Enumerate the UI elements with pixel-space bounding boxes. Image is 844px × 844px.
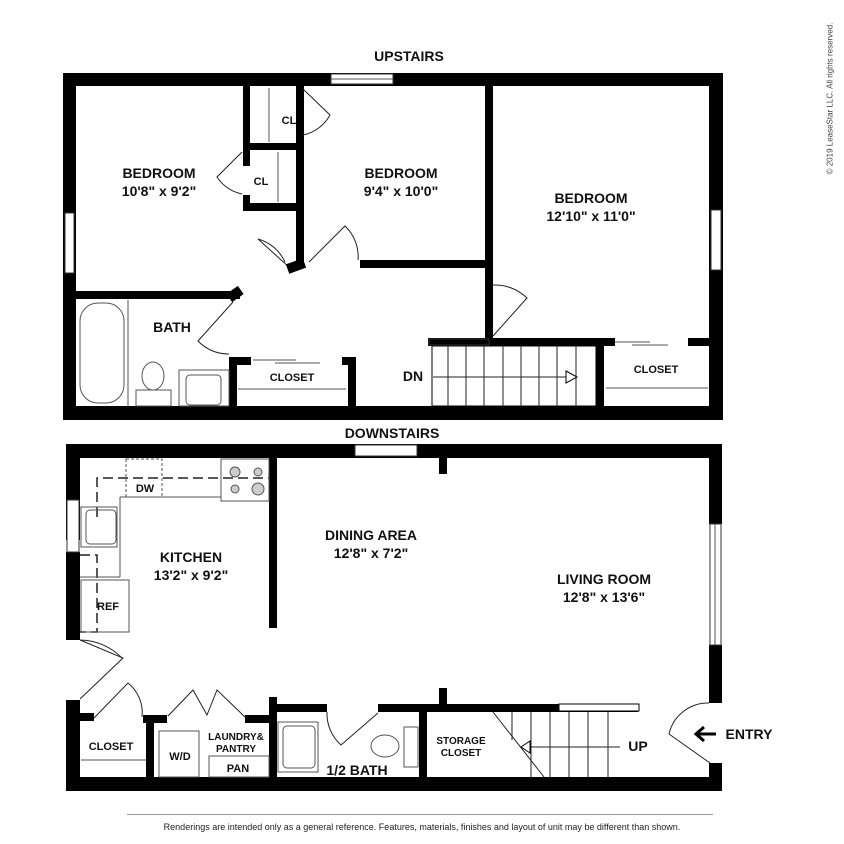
upstairs-plan <box>63 73 723 420</box>
copyright-notice: © 2019 LeaseStar LLC. All rights reserve… <box>822 10 836 190</box>
refrigerator-label: REF <box>97 601 119 613</box>
kitchen-label: KITCHEN <box>160 549 222 565</box>
pantry-label: PANTRY <box>216 744 256 755</box>
bedroom-2-size: 9'4" x 10'0" <box>364 183 438 199</box>
storage-closet-label: CLOSET <box>441 748 482 759</box>
dining-area-size: 12'8" x 7'2" <box>334 545 408 561</box>
half-bath-label: 1/2 BATH <box>326 762 387 778</box>
downstairs-plan <box>66 444 722 791</box>
washer-dryer-label: W/D <box>169 751 190 763</box>
cl-label-top: CL <box>282 115 297 127</box>
stairs-down <box>431 345 597 407</box>
bath-label: BATH <box>153 319 191 335</box>
storage-label: STORAGE <box>436 736 486 747</box>
pantry-shelf-label: PAN <box>227 763 249 775</box>
bedroom-1-label: BEDROOM <box>122 165 195 181</box>
stairs-up <box>492 711 620 778</box>
footer-divider <box>127 814 713 815</box>
stairs-up-label: UP <box>628 738 647 754</box>
bedroom-3-size: 12'10" x 11'0" <box>546 208 635 224</box>
living-room-label: LIVING ROOM <box>557 571 651 587</box>
living-room-size: 12'8" x 13'6" <box>563 589 645 605</box>
bedroom-2-label: BEDROOM <box>364 165 437 181</box>
copyright-text: © 2019 LeaseStar LLC. All rights reserve… <box>825 22 835 175</box>
closet-label-upstairs-left: CLOSET <box>270 372 315 384</box>
closet-label-downstairs: CLOSET <box>89 741 134 753</box>
entry-label: ENTRY <box>726 726 774 742</box>
dining-area-label: DINING AREA <box>325 527 417 543</box>
downstairs-title: DOWNSTAIRS <box>345 425 440 441</box>
disclaimer-text: Renderings are intended only as a genera… <box>163 822 681 832</box>
stairs-dn-label: DN <box>403 368 423 384</box>
closet-label-upstairs-right: CLOSET <box>634 364 679 376</box>
entry-arrow-icon <box>693 725 716 743</box>
bedroom-1-size: 10'8" x 9'2" <box>122 183 196 199</box>
upstairs-title: UPSTAIRS <box>374 48 444 64</box>
kitchen-size: 13'2" x 9'2" <box>154 567 228 583</box>
bedroom-3-label: BEDROOM <box>554 190 627 206</box>
dishwasher-label: DW <box>136 483 155 495</box>
laundry-label: LAUNDRY& <box>208 732 264 743</box>
cl-label-bottom: CL <box>254 176 269 188</box>
